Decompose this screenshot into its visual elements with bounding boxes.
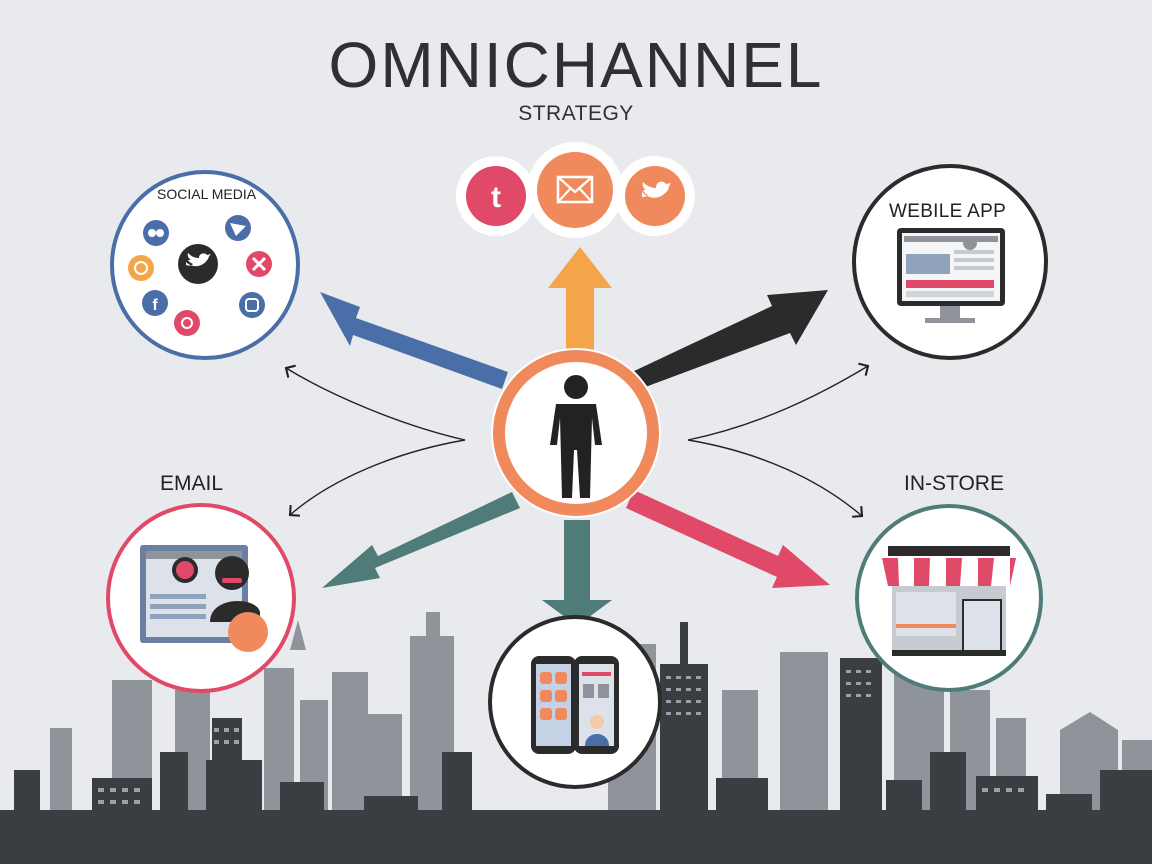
- diagram-title: OMNICHANNEL: [328, 29, 824, 101]
- arrow-up: [548, 247, 612, 375]
- center-customer-node[interactable]: [491, 348, 661, 518]
- arrow-lower-right: [626, 490, 830, 588]
- web-app-node[interactable]: [852, 164, 1048, 360]
- svg-text:t: t: [491, 181, 501, 214]
- arrow-upper-left: [320, 292, 508, 389]
- email-illustration: [140, 545, 268, 652]
- in-store-label: IN-STORE: [904, 472, 1004, 495]
- email-node[interactable]: [106, 503, 296, 693]
- mail-icon[interactable]: [537, 152, 613, 228]
- social-media-node[interactable]: f: [110, 170, 300, 360]
- web-app-label: WEBILE APP: [889, 201, 1007, 222]
- social-media-label: SOCIAL MEDIA: [157, 186, 257, 202]
- svg-text:f: f: [152, 297, 158, 314]
- in-store-node[interactable]: [855, 504, 1043, 692]
- diagram-subtitle: STRATEGY: [518, 102, 634, 125]
- connector-lines: [284, 362, 870, 518]
- arrow-down: [542, 520, 612, 626]
- city-skyline: [0, 612, 1152, 864]
- social-icons: f: [128, 215, 272, 336]
- arrow-lower-left: [322, 492, 520, 588]
- top-icon-cluster: t: [456, 142, 695, 238]
- person-icon: [550, 375, 602, 498]
- arrow-upper-right: [632, 290, 828, 389]
- smartphones-icon: [531, 656, 619, 754]
- email-label: EMAIL: [160, 472, 224, 495]
- storefront-icon: [882, 546, 1016, 656]
- laptop-icon: [897, 228, 1005, 323]
- twitter-icon[interactable]: [625, 166, 685, 226]
- mobile-node[interactable]: [488, 615, 662, 789]
- tumblr-icon[interactable]: t: [466, 166, 526, 226]
